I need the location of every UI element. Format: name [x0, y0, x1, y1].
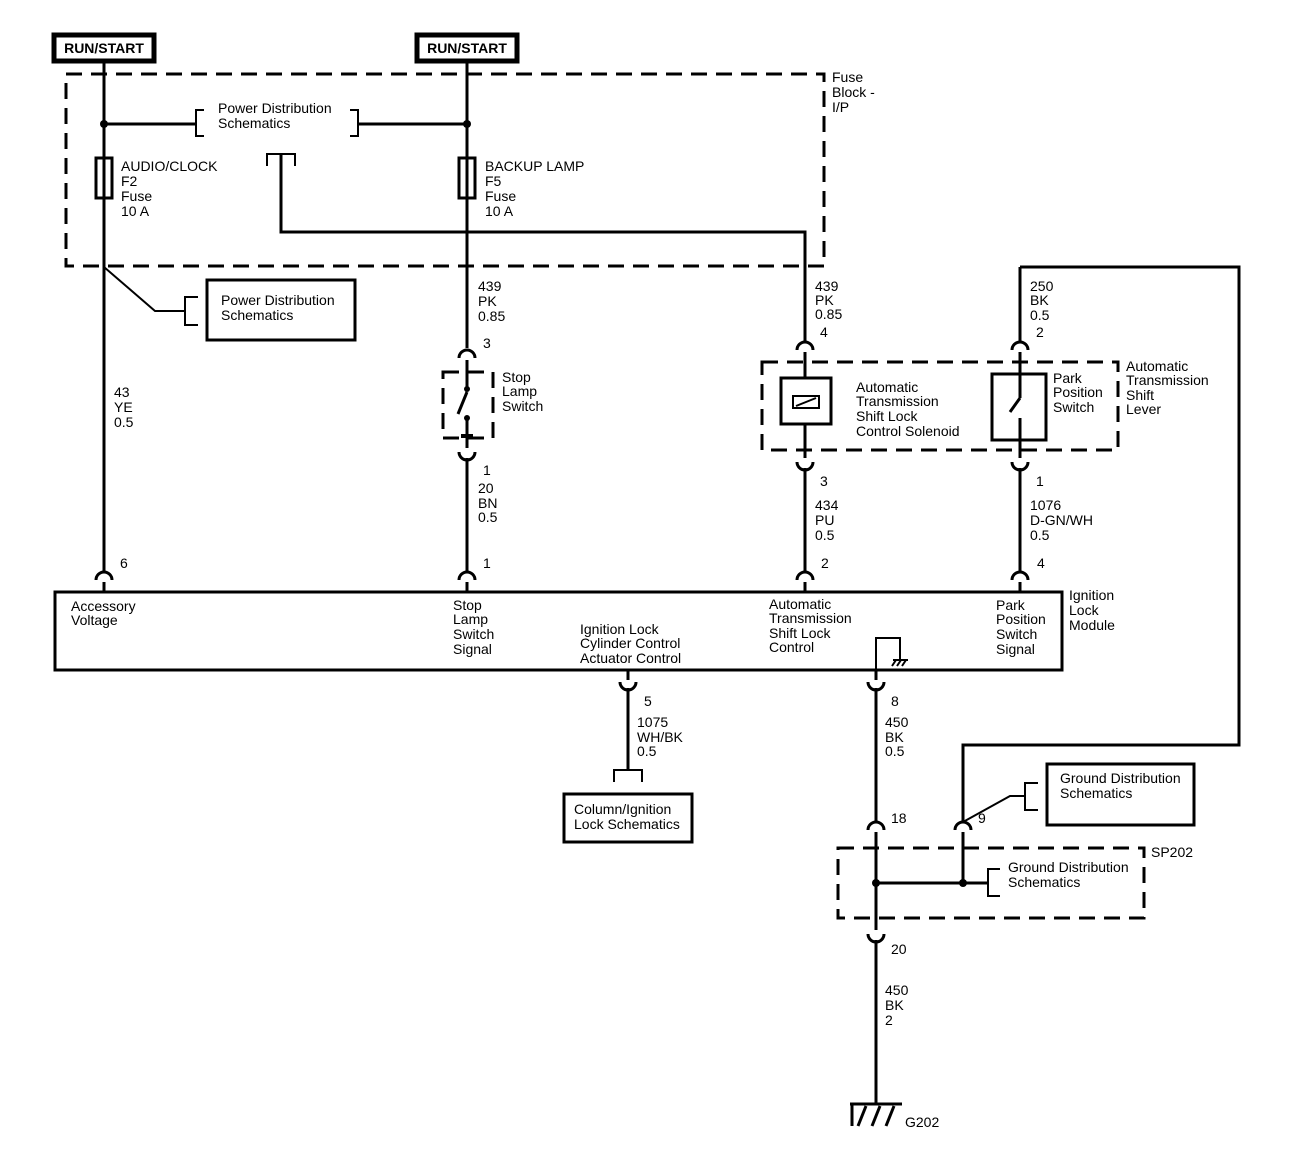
- pin-sp-in: 18: [891, 810, 907, 826]
- pin-solenoid-bottom: 3: [820, 473, 828, 489]
- ground-distribution-splice-ref[interactable]: Ground Distribution Schematics: [1008, 859, 1129, 890]
- pin-sp-out: 20: [891, 941, 907, 957]
- ignition-lock-module-label: Ignition Lock Module: [1069, 587, 1118, 633]
- pin-solenoid-top: 4: [820, 324, 828, 340]
- power-source-left: RUN/START: [51, 32, 157, 64]
- svg-text:Schematics: Schematics: [1060, 785, 1132, 801]
- pin-park-top: 2: [1036, 324, 1044, 340]
- power-distribution-box[interactable]: Power Distribution Schematics: [205, 278, 357, 342]
- wire-1075-label: 1075 WH/BK 0.5: [637, 714, 687, 759]
- svg-text:Lock Schematics: Lock Schematics: [574, 816, 680, 832]
- pin-ilm-park: 4: [1037, 555, 1045, 571]
- wire-434-label: 434 PU 0.5: [815, 497, 842, 543]
- pin-stop-bottom: 1: [483, 462, 491, 478]
- column-ignition-lock-box[interactable]: Column/Ignition Lock Schematics: [562, 792, 694, 844]
- power-source-left-label: RUN/START: [64, 40, 144, 56]
- ground-g202-icon: [850, 1102, 902, 1127]
- pin-ilm-stop: 1: [483, 555, 491, 571]
- wire-439-stop-label: 439 PK 0.85: [478, 278, 505, 324]
- module-park-position-signal: Park Position Switch Signal: [996, 597, 1050, 657]
- wire-250-label: 250 BK 0.5: [1030, 278, 1057, 323]
- shift-lock-solenoid: [779, 376, 833, 426]
- ignition-lock-module: [53, 590, 1064, 672]
- svg-text:Ground Distribution: Ground Distribution: [1060, 770, 1181, 786]
- shift-lever-outline: [760, 360, 1120, 452]
- module-stop-lamp-signal: Stop Lamp Switch Signal: [453, 597, 498, 657]
- pin-ilm-actuator: 5: [644, 693, 652, 709]
- svg-text:Power Distribution: Power Distribution: [218, 100, 332, 116]
- pin-ilm-ground: 8: [891, 693, 899, 709]
- fuse-backup-lamp-label: BACKUP LAMP F5 Fuse 10 A: [485, 158, 588, 219]
- fuse-block-label: Fuse Block - I/P: [832, 69, 879, 115]
- svg-text:Power Distribution: Power Distribution: [221, 292, 335, 308]
- wire-450-lower-label: 450 BK 2: [885, 982, 912, 1028]
- svg-text:Schematics: Schematics: [1008, 874, 1080, 890]
- module-accessory-voltage: Accessory Voltage: [71, 598, 139, 628]
- pin-ilm-shift: 2: [821, 555, 829, 571]
- module-actuator-control: Ignition Lock Cylinder Control Actuator …: [580, 621, 684, 666]
- power-source-right-label: RUN/START: [427, 40, 507, 56]
- shift-lever-label: Automatic Transmission Shift Lever: [1126, 358, 1213, 417]
- svg-text:Schematics: Schematics: [218, 115, 290, 131]
- pin-stop-top: 3: [483, 335, 491, 351]
- module-shift-lock-control: Automatic Transmission Shift Lock Contro…: [769, 596, 856, 655]
- power-source-right: RUN/START: [414, 32, 520, 64]
- stop-lamp-switch-contact: [456, 391, 469, 415]
- svg-text:Schematics: Schematics: [221, 307, 293, 323]
- pin-sp-ground: 9: [978, 810, 986, 826]
- shift-lock-solenoid-label: Automatic Transmission Shift Lock Contro…: [856, 379, 960, 439]
- svg-text:Ground Distribution: Ground Distribution: [1008, 859, 1129, 875]
- module-internal-ground-icon: [875, 637, 908, 670]
- splice-pack-sp202: [836, 846, 1146, 920]
- wire-1076-label: 1076 D-GN/WH 0.5: [1030, 497, 1097, 543]
- fuse-block-outline: [64, 72, 826, 268]
- park-position-switch: [990, 372, 1048, 442]
- pin-park-bottom: 1: [1036, 473, 1044, 489]
- wire-450-upper-label: 450 BK 0.5: [885, 714, 912, 759]
- wire-20-label: 20 BN 0.5: [478, 480, 501, 525]
- wire-439-solenoid-label: 439 PK 0.85: [815, 278, 842, 322]
- wire-43-label: 43 YE 0.5: [114, 384, 137, 430]
- ground-g202-label: G202: [905, 1114, 939, 1130]
- fuse-block-power-dist-ref[interactable]: Power Distribution Schematics: [195, 100, 359, 137]
- splice-label: SP202: [1151, 844, 1193, 860]
- svg-text:Column/Ignition: Column/Ignition: [574, 801, 671, 817]
- pin-ilm-accessory: 6: [120, 555, 128, 571]
- fuse-audio-clock-label: AUDIO/CLOCK F2 Fuse 10 A: [121, 158, 221, 219]
- ground-distribution-upper-box[interactable]: Ground Distribution Schematics: [1045, 762, 1196, 827]
- stop-lamp-switch-label: Stop Lamp Switch: [502, 369, 543, 414]
- park-position-switch-label: Park Position Switch: [1053, 370, 1107, 415]
